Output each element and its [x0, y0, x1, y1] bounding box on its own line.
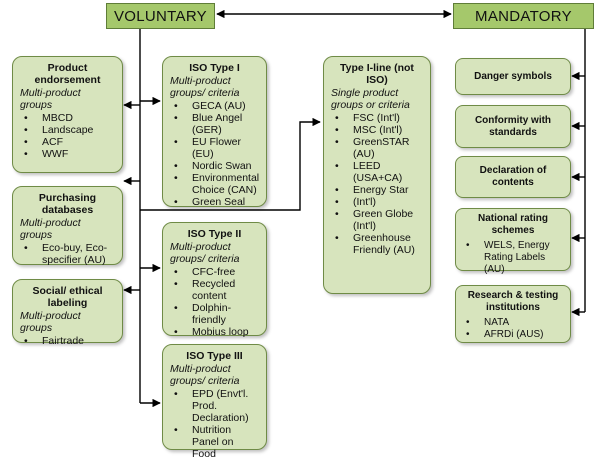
iso-type-1-list: GECA (AU) Blue Angel (GER) EU Flower (EU… — [170, 100, 259, 208]
danger-symbols-box: Danger symbols — [455, 58, 571, 95]
iso-type-3-title: ISO Type III — [186, 350, 243, 362]
social-ethical-list: Fairtrade — [20, 335, 115, 347]
list-item: AFRDi (AUS) — [466, 329, 564, 341]
voluntary-header: VOLUNTARY — [106, 3, 215, 29]
list-item: CFC-free — [174, 266, 259, 278]
national-rating-box: National rating schemes WELS, Energy Rat… — [455, 208, 571, 275]
list-item: FSC (Int'l) — [335, 112, 423, 124]
list-item: Greenhouse Friendly (AU) — [335, 232, 423, 256]
product-endorsement-title: Product endorsement — [34, 62, 101, 86]
iso-type-1-title: ISO Type I — [189, 62, 240, 74]
list-item: Green Globe (Int'l) — [335, 208, 423, 232]
list-item: MBCD — [24, 112, 115, 124]
list-item: GreenSTAR (AU) — [335, 136, 423, 160]
social-ethical-box: Social/ ethical labeling Multi-product g… — [12, 279, 123, 347]
iso-type-3-list: EPD (Envt'l. Prod. Declaration) Nutritio… — [170, 388, 259, 460]
list-item: EPD (Envt'l. Prod. Declaration) — [174, 388, 259, 424]
iso-type-1-box: ISO Type I Multi-product groups/ criteri… — [162, 56, 267, 208]
list-item: WELS, Energy Rating Labels (AU) — [466, 240, 564, 276]
iso-type-2-title: ISO Type II — [187, 228, 242, 240]
national-rating-list: WELS, Energy Rating Labels (AU) — [462, 240, 564, 276]
iso-type-2-subtitle: Multi-product groups/ criteria — [170, 241, 240, 265]
conformity-box: Conformity with standards — [455, 105, 571, 148]
list-item: Blue Angel (GER) — [174, 112, 259, 136]
arrow-to-type-1-line-path — [140, 117, 321, 211]
purchasing-databases-box: Purchasing databases Multi-product group… — [12, 186, 123, 266]
product-endorsement-box: Product endorsement Multi-product groups… — [12, 56, 123, 173]
list-item: GECA (AU) — [174, 100, 259, 112]
purchasing-databases-title: Purchasing databases — [38, 192, 97, 216]
iso-type-2-list: CFC-free Recycled content Dolphin-friend… — [170, 266, 259, 338]
purchasing-databases-subtitle: Multi-product groups — [20, 217, 81, 241]
type-1-line-title: Type I-line (not ISO) — [340, 62, 414, 86]
product-endorsement-list: MBCD Landscape ACF WWF — [20, 112, 115, 160]
declaration-title: Declaration of contents — [479, 165, 547, 188]
declaration-box: Declaration of contents — [455, 156, 571, 198]
list-item: Eco-buy, Eco-specifier (AU) — [24, 242, 115, 266]
list-item: Nordic Swan — [174, 160, 259, 172]
research-testing-box: Research & testing institutions NATA AFR… — [455, 285, 571, 343]
list-item: (Int'l) — [335, 196, 423, 208]
social-ethical-subtitle: Multi-product groups — [20, 310, 81, 334]
list-item: Environmental Choice (CAN) — [174, 172, 259, 196]
iso-type-2-box: ISO Type II Multi-product groups/ criter… — [162, 222, 267, 338]
list-item: ACF — [24, 136, 115, 148]
list-item: Mobius loop — [174, 326, 259, 338]
iso-type-3-box: ISO Type III Multi-product groups/ crite… — [162, 344, 267, 460]
list-item: WWF — [24, 148, 115, 160]
research-testing-title: Research & testing institutions — [467, 290, 559, 313]
list-item: MSC (Int'l) — [335, 124, 423, 136]
voluntary-header-label: VOLUNTARY — [113, 7, 207, 25]
type-1-line-box: Type I-line (not ISO) Single product gro… — [323, 56, 431, 294]
national-rating-title: National rating schemes — [477, 213, 548, 236]
list-item: Landscape — [24, 124, 115, 136]
type-1-line-list: FSC (Int'l) MSC (Int'l) GreenSTAR (AU) L… — [331, 112, 423, 256]
conformity-title: Conformity with standards — [474, 114, 552, 138]
list-item: Nutrition Panel on Food — [174, 424, 259, 460]
list-item: Energy Star — [335, 184, 423, 196]
mandatory-header-label: MANDATORY — [475, 7, 572, 25]
iso-type-3-subtitle: Multi-product groups/ criteria — [170, 363, 240, 387]
list-item: Dolphin-friendly — [174, 302, 259, 326]
research-testing-list: NATA AFRDi (AUS) — [462, 317, 564, 341]
list-item: LEED (USA+CA) — [335, 160, 423, 184]
mandatory-header: MANDATORY — [453, 3, 594, 29]
list-item: Green Seal — [174, 196, 259, 208]
list-item: NATA — [466, 317, 564, 329]
type-1-line-subtitle: Single product groups or criteria — [331, 87, 410, 111]
purchasing-databases-list: Eco-buy, Eco-specifier (AU) — [20, 242, 115, 266]
list-item: Recycled content — [174, 278, 259, 302]
list-item: Fairtrade — [24, 335, 115, 347]
iso-type-1-subtitle: Multi-product groups/ criteria — [170, 75, 240, 99]
danger-symbols-title: Danger symbols — [474, 70, 552, 82]
social-ethical-title: Social/ ethical labeling — [32, 285, 103, 309]
product-endorsement-subtitle: Multi-product groups — [20, 87, 81, 111]
list-item: EU Flower (EU) — [174, 136, 259, 160]
